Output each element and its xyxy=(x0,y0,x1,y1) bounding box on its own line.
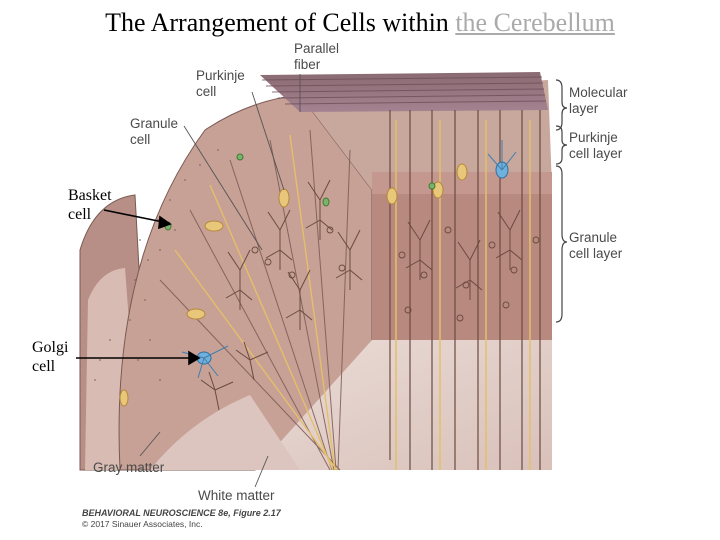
label-molecular-layer: Molecular layer xyxy=(569,85,628,116)
label-gray-matter: Gray matter xyxy=(93,460,165,475)
surface-stripes xyxy=(261,76,547,105)
credit-line-2: © 2017 Sinauer Associates, Inc. xyxy=(82,519,203,529)
label-purkinje-cell: Purkinje cell xyxy=(196,68,245,99)
white-matter-front xyxy=(150,395,300,470)
granule-cells xyxy=(251,226,540,322)
side-arrows xyxy=(76,209,201,366)
purkinje-layer-band xyxy=(372,172,552,194)
credit-line-1: BEHAVIORAL NEUROSCIENCE 8e, Figure 2.17 xyxy=(82,508,281,518)
label-parallel-fiber: Parallel fiber xyxy=(294,41,340,72)
climbing-fibers xyxy=(395,120,531,470)
granule-layer-block xyxy=(372,194,552,340)
page-title: The Arrangement of Cells within the Cere… xyxy=(0,8,720,38)
title-text: The Arrangement of Cells within xyxy=(105,8,456,37)
label-granule-cell-layer: Granule cell layer xyxy=(569,230,623,261)
label-white-matter: White matter xyxy=(198,488,275,503)
axon-fan-yellow xyxy=(174,134,338,471)
label-granule-cell: Granule cell xyxy=(130,116,179,147)
label-leaders xyxy=(139,74,301,488)
basket-cells xyxy=(164,153,436,231)
dendrite-trees xyxy=(200,179,523,411)
purkinje-cells xyxy=(119,163,468,407)
vertical-fibers xyxy=(389,110,541,470)
label-golgi-cell: Golgi cell xyxy=(32,339,69,375)
label-purkinje-cell-layer: Purkinje cell layer xyxy=(569,130,623,161)
label-basket-cell: Basket cell xyxy=(68,187,112,223)
title-link[interactable]: the Cerebellum xyxy=(455,8,615,37)
figure-credit: BEHAVIORAL NEUROSCIENCE 8e, Figure 2.17 … xyxy=(82,508,281,530)
axon-fan xyxy=(159,129,351,471)
layer-brackets xyxy=(555,79,568,323)
